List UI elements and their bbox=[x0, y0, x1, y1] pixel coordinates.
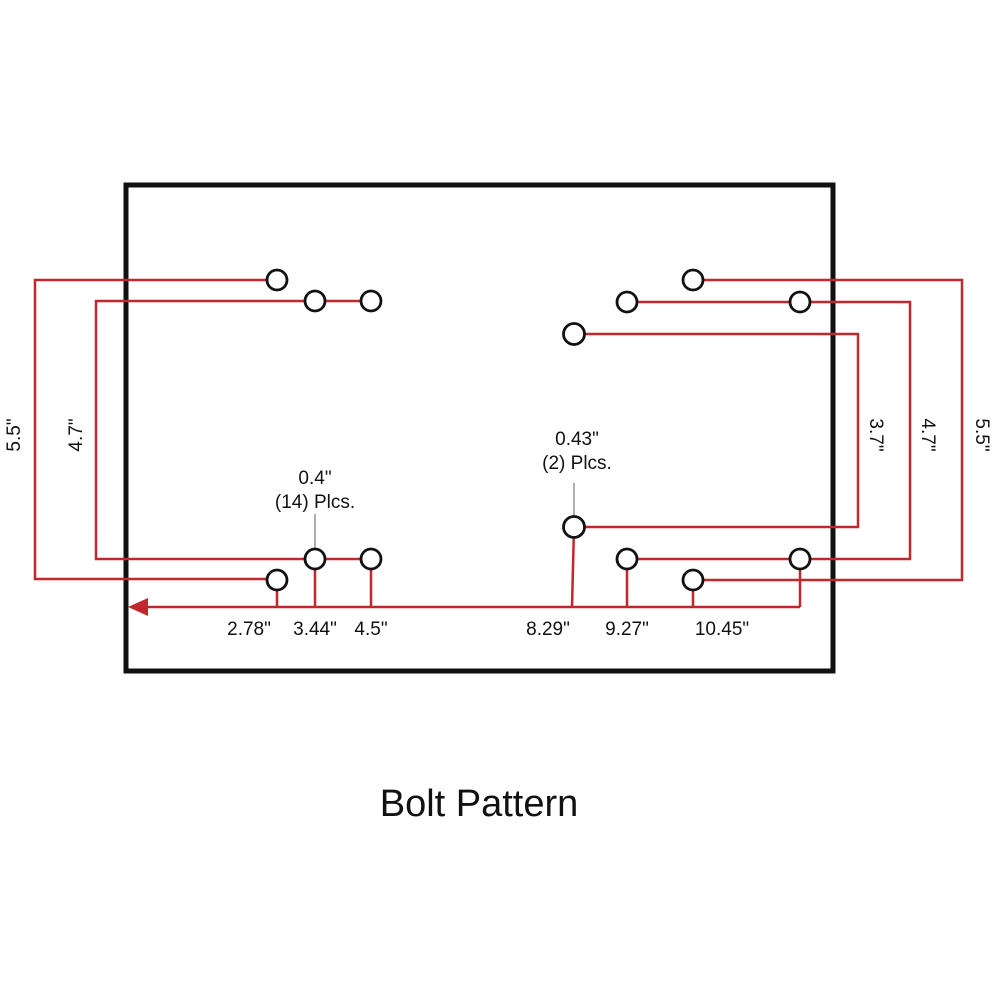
small-hole-size-label: 0.4" bbox=[298, 468, 331, 489]
small-hole-count-label: (14) Plcs. bbox=[275, 492, 355, 513]
plate-outline bbox=[123, 182, 836, 674]
vertical-dimension-right-outer: 5.5" bbox=[971, 418, 992, 451]
bolt-hole bbox=[265, 568, 289, 592]
bolt-hole bbox=[681, 568, 705, 592]
bolt-hole bbox=[359, 289, 383, 313]
horizontal-dimension-label: 2.78" bbox=[227, 619, 271, 640]
bolt-hole bbox=[265, 268, 289, 292]
bolt-hole bbox=[615, 290, 639, 314]
dim-line-left-inner bbox=[94, 299, 373, 607]
dim-arrowhead bbox=[128, 598, 148, 616]
horizontal-dimension-label: 4.5" bbox=[354, 619, 387, 640]
dimension-lines bbox=[33, 278, 964, 616]
horizontal-dimension-label: 10.45" bbox=[695, 619, 749, 640]
bolt-hole bbox=[615, 547, 639, 571]
bolt-hole-large bbox=[562, 515, 586, 539]
vertical-dimension-left-outer: 5.5" bbox=[4, 418, 25, 451]
bolt-holes bbox=[265, 268, 812, 592]
vertical-dimension-right-inner: 3.7" bbox=[865, 418, 886, 451]
bolt-hole-large bbox=[562, 322, 586, 346]
bolt-hole bbox=[303, 547, 327, 571]
large-hole-count-label: (2) Plcs. bbox=[542, 453, 612, 474]
dim-line-right-inner bbox=[570, 332, 860, 608]
horizontal-dimension-label: 3.44" bbox=[293, 619, 337, 640]
vertical-dimension-left-inner: 4.7" bbox=[66, 418, 87, 451]
large-hole-size-label: 0.43" bbox=[555, 429, 599, 450]
bolt-hole bbox=[681, 268, 705, 292]
bolt-hole bbox=[788, 547, 812, 571]
page-title: Bolt Pattern bbox=[380, 783, 579, 825]
vertical-dimension-right-middle: 4.7" bbox=[917, 418, 938, 451]
dim-line-right-middle bbox=[625, 300, 912, 607]
horizontal-dimension-label: 9.27" bbox=[605, 619, 649, 640]
horizontal-dimension-label: 8.29" bbox=[526, 619, 570, 640]
bolt-hole bbox=[788, 290, 812, 314]
bolt-hole bbox=[303, 289, 327, 313]
bolt-hole bbox=[359, 547, 383, 571]
